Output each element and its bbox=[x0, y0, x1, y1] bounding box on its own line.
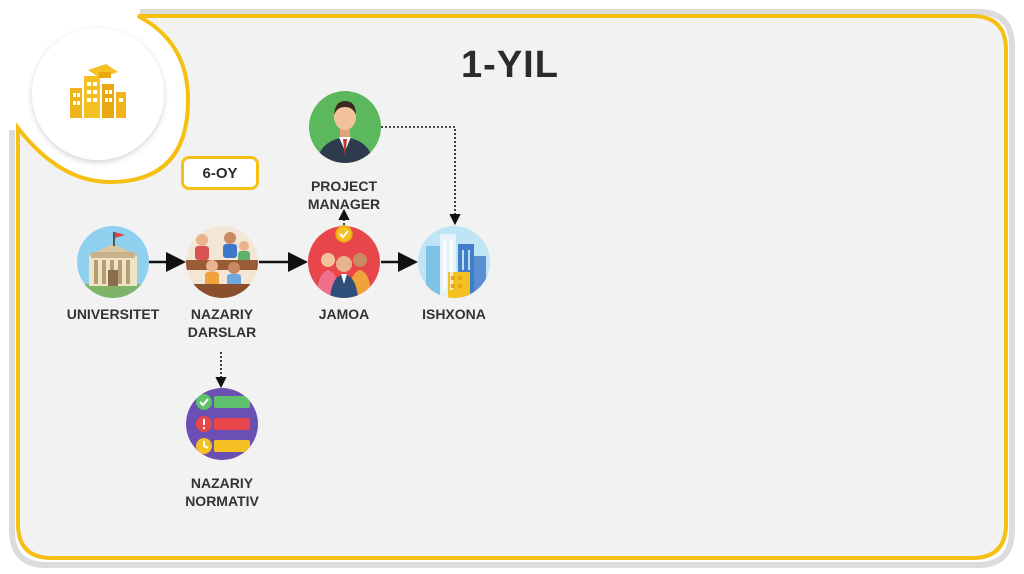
page-title: 1-YIL bbox=[461, 44, 559, 86]
medal-icon bbox=[335, 225, 353, 243]
arrow-manager-to-ishxona bbox=[381, 126, 461, 226]
graduation-buildings-icon bbox=[70, 64, 126, 118]
node-label-project-manager: PROJECT MANAGER bbox=[294, 177, 394, 213]
node-label-line: NORMATIV bbox=[185, 493, 259, 509]
node-label-line: PROJECT bbox=[310, 178, 378, 194]
node-label-line: MANAGER bbox=[307, 196, 381, 212]
node-label-universitet: UNIVERSITET bbox=[66, 306, 160, 322]
node-label-nazariy-darslar: NAZARIY DARSLAR bbox=[172, 305, 272, 341]
classroom-students-icon bbox=[186, 226, 258, 298]
period-badge: 6-OY bbox=[181, 156, 259, 190]
checklist-icon bbox=[186, 388, 258, 460]
node-label-jamoa: JAMOA bbox=[318, 306, 370, 322]
node-label-nazariy-normativ: NAZARIY NORMATIV bbox=[172, 474, 272, 510]
university-building-icon bbox=[77, 226, 149, 298]
office-buildings-icon bbox=[418, 226, 490, 298]
node-label-ishxona: ISHXONA bbox=[422, 306, 486, 322]
node-label-line: DARSLAR bbox=[187, 324, 257, 340]
node-label-line: NAZARIY bbox=[190, 306, 254, 322]
manager-person-icon bbox=[309, 91, 381, 163]
node-label-line: NAZARIY bbox=[190, 475, 254, 491]
